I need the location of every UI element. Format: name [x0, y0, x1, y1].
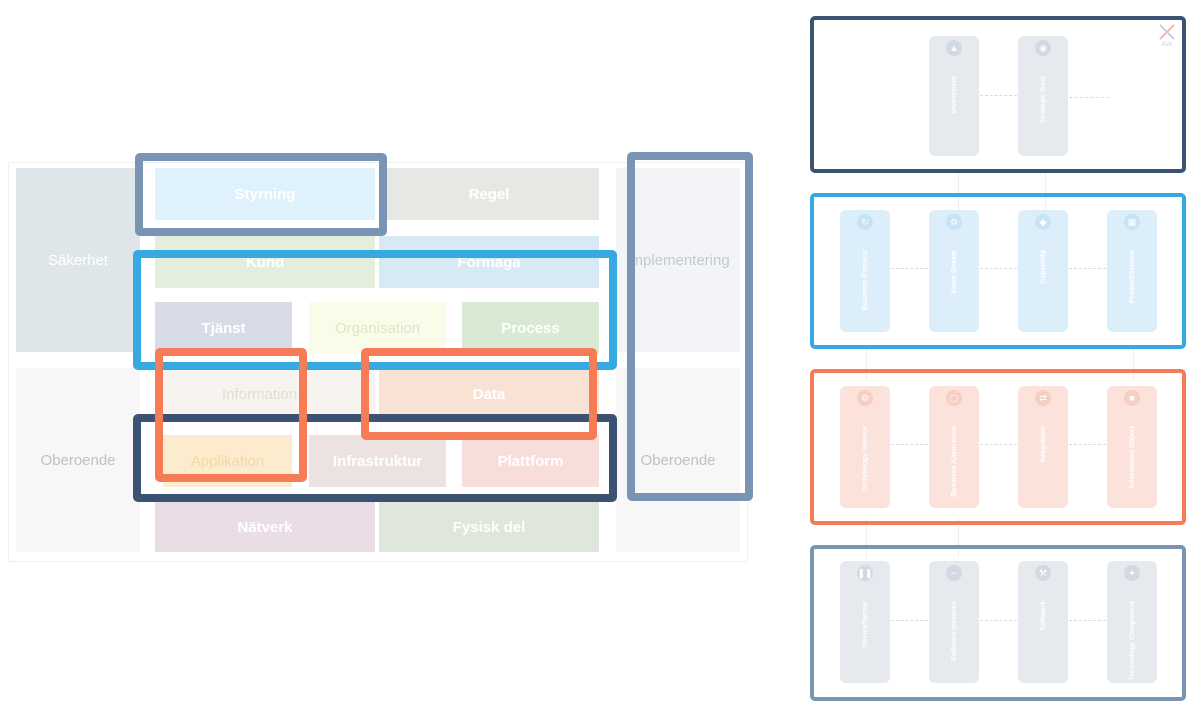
technology-layer-frame — [810, 545, 1186, 701]
software-icon: ⚒ — [1035, 565, 1051, 581]
card-information-object: ■ Information Object — [1107, 386, 1157, 508]
highlight-technology-frame — [133, 414, 617, 502]
highlight-data-frame — [361, 348, 597, 440]
cell-sakerhet: Säkerhet — [16, 168, 140, 352]
cell-oberoende-right: Oberoende — [616, 368, 740, 552]
card-integration: ⇄ Integration — [1018, 386, 1068, 508]
highlight-business-frame — [133, 250, 617, 370]
card-capability: ◆ Capability — [1018, 210, 1068, 332]
logo: AVA — [1155, 24, 1179, 64]
card-strategic-goal: ◉ Strategic Goal — [1018, 36, 1068, 156]
cell-plattform: Plattform — [462, 435, 599, 487]
process-icon: ↻ — [857, 214, 873, 230]
business-layer-frame — [810, 193, 1186, 349]
highlight-strategy-frame — [135, 153, 387, 236]
cell-natverk: Nätverk — [155, 502, 375, 552]
cell-process: Process — [462, 302, 599, 354]
target-icon: ◉ — [1035, 40, 1051, 56]
application-layer-frame — [810, 369, 1186, 525]
cell-fysisk-del: Fysisk del — [379, 502, 599, 552]
cell-tjanst: Tjänst — [155, 302, 292, 354]
investment-icon: ▲ — [946, 40, 962, 56]
cell-kund: Kund — [155, 236, 375, 288]
card-product-service: ▦ Product/Service — [1107, 210, 1157, 332]
card-business-process: ↻ Business Process — [840, 210, 890, 332]
product-icon: ▦ — [1124, 214, 1140, 230]
card-software-instance: ∼ Software Instance — [929, 561, 979, 683]
cell-information: Information — [155, 368, 375, 420]
logo-mark-icon — [1159, 24, 1175, 40]
card-software: ⚒ Software — [1018, 561, 1068, 683]
cell-regel: Regel — [379, 168, 599, 220]
cell-infrastruktur: Infrastruktur — [309, 435, 446, 487]
information-icon: ■ — [1124, 390, 1140, 406]
cell-oberoende-left: Oberoende — [16, 368, 140, 552]
card-business-application: ▢ Business Application — [929, 386, 979, 508]
cell-organisation: Organisation — [309, 302, 446, 354]
card-value-stream: ⚙ Value Stream — [929, 210, 979, 332]
tech-service-icon: ⚙ — [857, 390, 873, 406]
server-icon: ❚❚ — [857, 565, 873, 581]
cell-styrning: Styrning — [155, 168, 375, 220]
software-instance-icon: ∼ — [946, 565, 962, 581]
logo-text: AVA — [1161, 42, 1173, 48]
card-technology-service: ⚙ Technology Service — [840, 386, 890, 508]
highlight-applikation-frame — [155, 348, 307, 482]
application-icon: ▢ — [946, 390, 962, 406]
cell-formaga: Förmåga — [379, 236, 599, 288]
integration-icon: ⇄ — [1035, 390, 1051, 406]
capability-icon: ◆ — [1035, 214, 1051, 230]
cell-data: Data — [379, 368, 599, 420]
card-technology-component: ✦ Technology Component — [1107, 561, 1157, 683]
cell-implementering: Implementering — [616, 168, 740, 352]
card-investment: ▲ Investment — [929, 36, 979, 156]
card-device-server: ❚❚ Device/Server — [840, 561, 890, 683]
tech-component-icon: ✦ — [1124, 565, 1140, 581]
strategy-layer-frame — [810, 16, 1186, 173]
highlight-implementation-frame — [627, 152, 753, 501]
value-stream-icon: ⚙ — [946, 214, 962, 230]
